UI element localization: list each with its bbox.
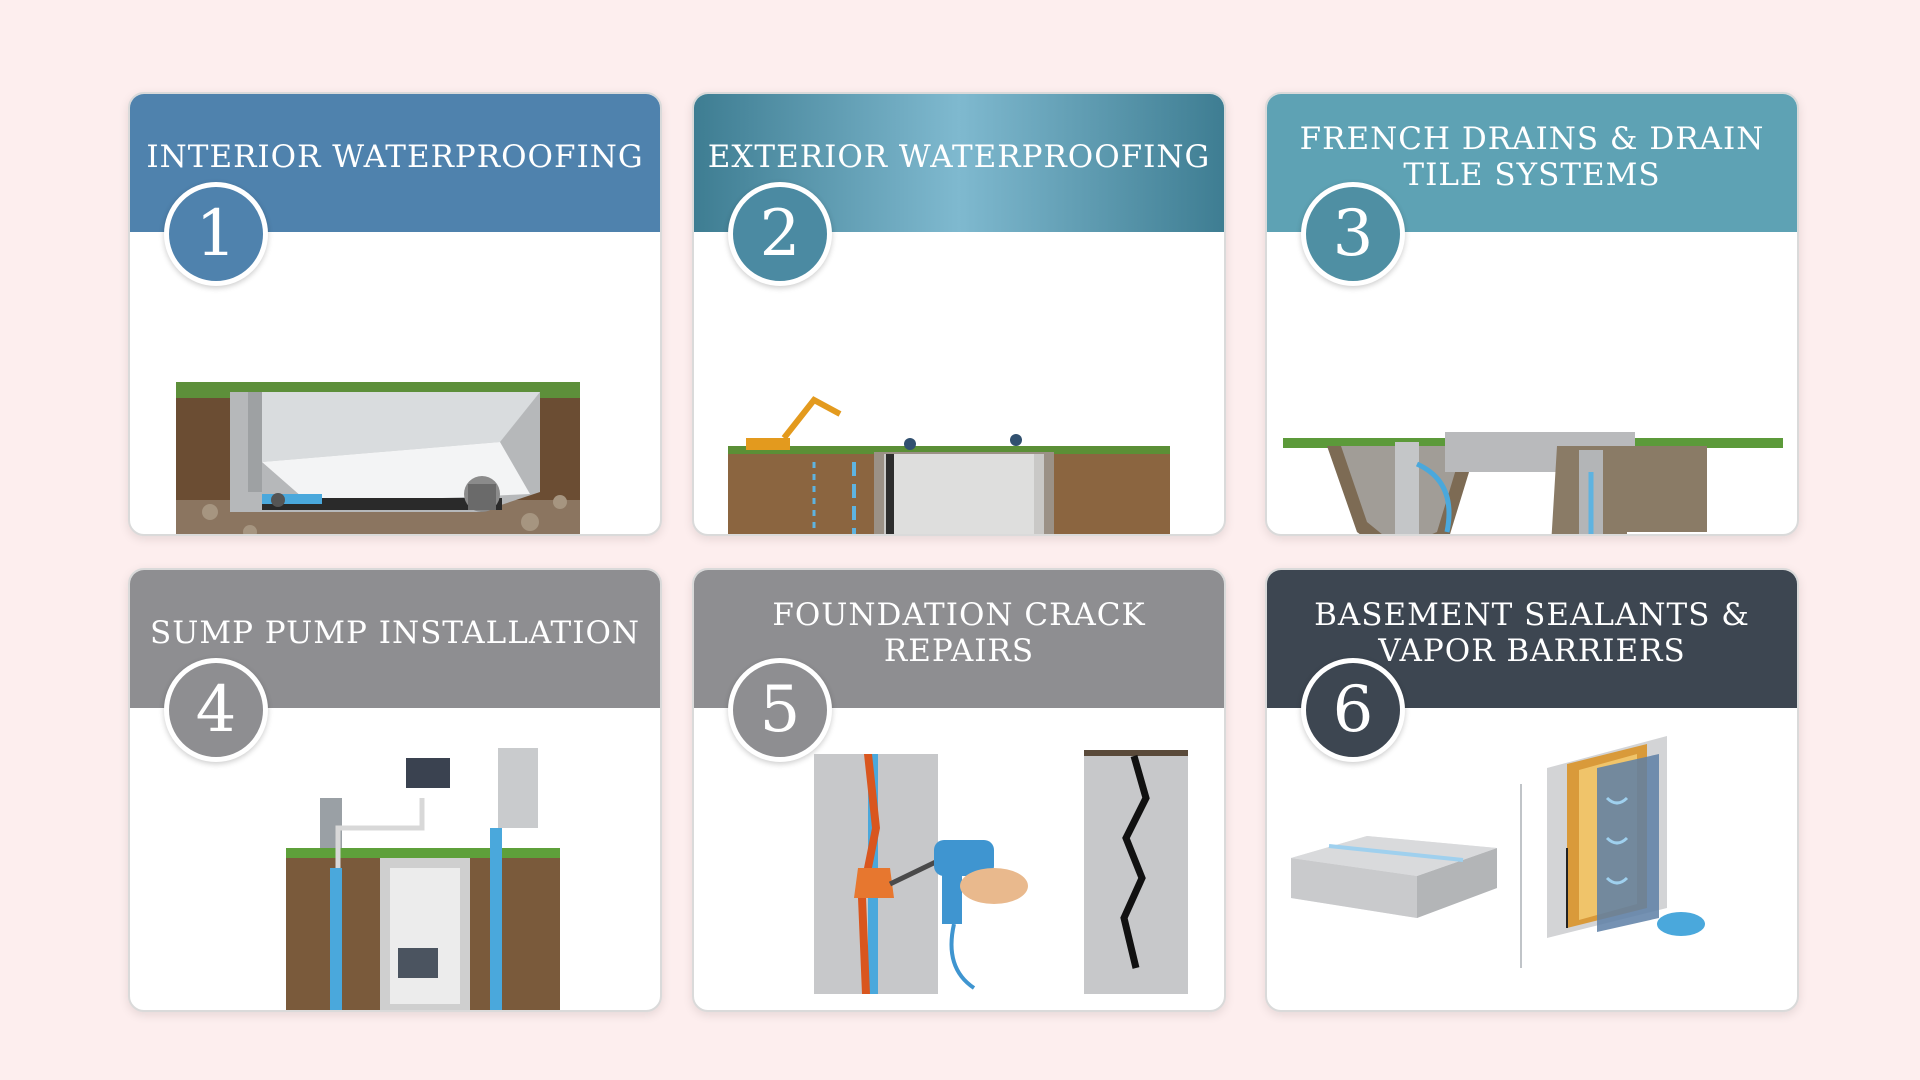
service-card-sump-pump[interactable]: Sump Pump Installation 4 [128, 568, 662, 1012]
card-title: Interior Waterproofing [146, 139, 644, 175]
sump-pump-illustration-icon [286, 748, 560, 1010]
step-number-badge: 1 [164, 182, 268, 286]
step-number-badge: 5 [728, 658, 832, 762]
excavation-illustration-icon [728, 396, 1170, 534]
basement-membrane-illustration-icon [176, 382, 580, 534]
card-title: Foundation Crack Repairs [772, 597, 1146, 669]
french-drain-illustration-icon [1283, 432, 1783, 534]
service-card-foundation-crack-repairs[interactable]: Foundation Crack Repairs 5 [692, 568, 1226, 1012]
service-card-basement-sealants[interactable]: Basement Sealants & Vapor Barriers 6 [1265, 568, 1799, 1012]
card-title: French Drains & Drain Tile Systems [1299, 121, 1765, 193]
card-header: Sump Pump Installation [130, 570, 660, 708]
step-number-badge: 6 [1301, 658, 1405, 762]
step-number-badge: 2 [728, 182, 832, 286]
service-card-french-drains[interactable]: French Drains & Drain Tile Systems 3 [1265, 92, 1799, 536]
card-title: Sump Pump Installation [149, 615, 640, 651]
step-number-badge: 3 [1301, 182, 1405, 286]
vapor-barrier-illustration-icon [1291, 736, 1705, 968]
step-number-badge: 4 [164, 658, 268, 762]
card-title: Basement Sealants & Vapor Barriers [1314, 597, 1750, 669]
crack-injection-illustration-icon [814, 750, 1188, 994]
card-title: Exterior Waterproofing [707, 139, 1211, 175]
service-card-interior-waterproofing[interactable]: Interior Waterproofing 1 [128, 92, 662, 536]
service-card-exterior-waterproofing[interactable]: Exterior Waterproofing 2 [692, 92, 1226, 536]
